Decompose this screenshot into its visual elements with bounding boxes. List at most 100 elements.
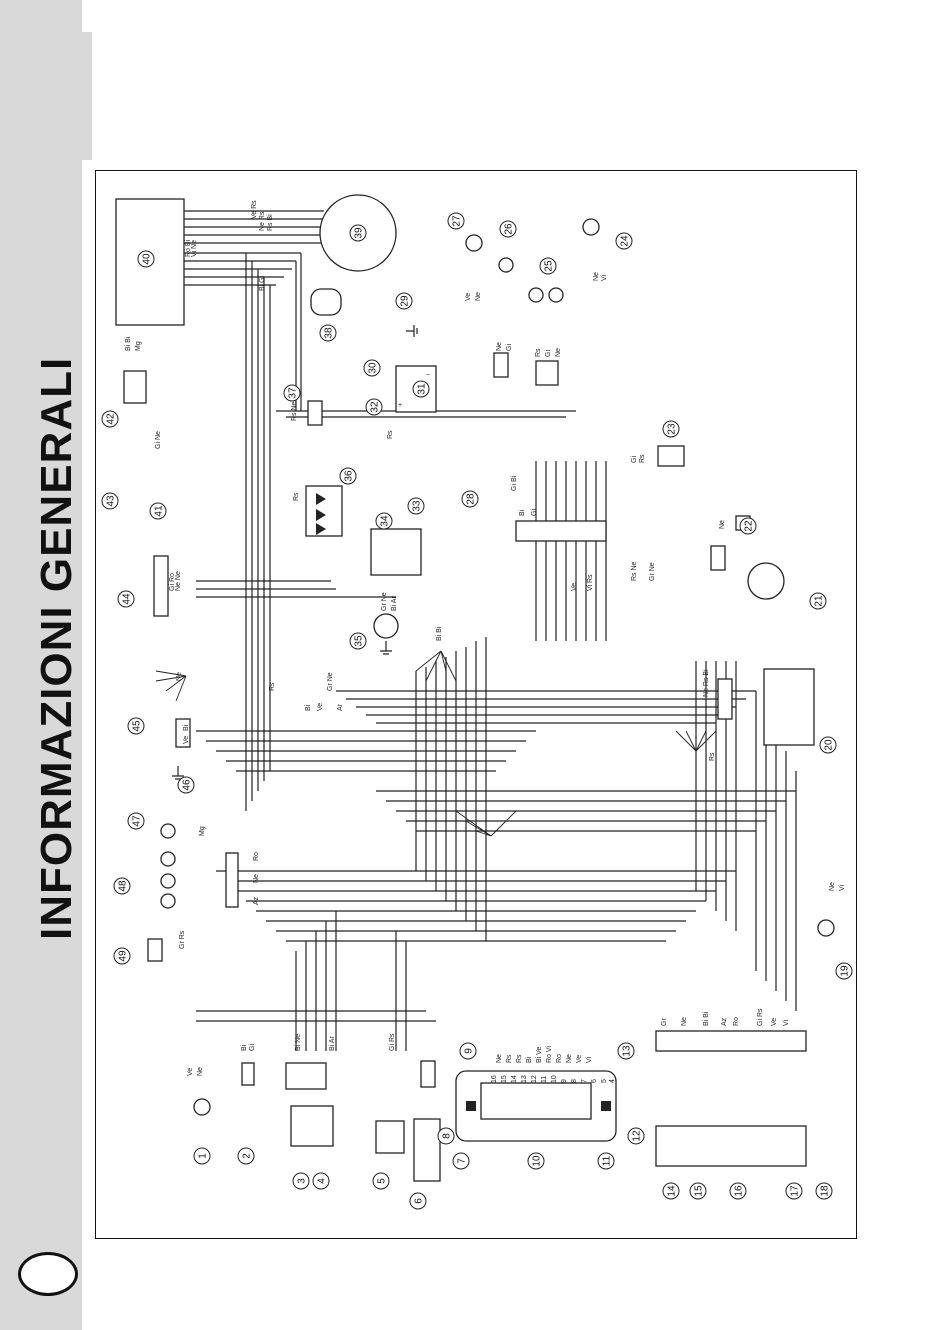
lamp-27-icon: [465, 234, 483, 252]
component-number: 37: [288, 387, 299, 399]
callout-circle: [729, 1182, 747, 1200]
component-callout-35: 35: [349, 632, 367, 650]
component-callout-14: 14: [662, 1182, 680, 1200]
callout-circle: [365, 398, 383, 416]
callout-circle: [395, 292, 413, 310]
component-callout-24: 24: [615, 232, 633, 250]
wire-label: Gr Ne: [381, 592, 388, 611]
component-callout-36: 36: [339, 467, 357, 485]
wire-label: Bi Ar: [329, 1036, 336, 1051]
wire-label: Rs: [293, 492, 300, 501]
component-number: 3: [297, 1178, 308, 1184]
wire-label: Ne Rs Bi: [703, 669, 710, 697]
callout-circle: [193, 1147, 211, 1165]
component-callout-30: 30: [363, 359, 381, 377]
callout-circle: [615, 232, 633, 250]
wire-label: Az: [253, 896, 260, 905]
callout-circle: [809, 592, 827, 610]
fan-motor: [747, 562, 785, 600]
component-callout-40: 40: [137, 250, 155, 268]
callout-circle: [409, 1192, 427, 1210]
wire-label: Gr Ne: [649, 562, 656, 581]
component-number: 42: [106, 413, 117, 425]
callout-circle: [149, 502, 167, 520]
component-callout-19: 19: [835, 962, 853, 980]
section-side-band: [0, 0, 82, 1330]
component-number: 32: [370, 401, 381, 413]
wire-label: Rs: [506, 1054, 513, 1063]
callout-circle: [339, 467, 357, 485]
callout-circle: [177, 776, 195, 794]
indicator-8-icon: [466, 1101, 476, 1111]
callout-circle: [437, 1127, 455, 1145]
component-number: 34: [380, 515, 391, 527]
relay-23: [657, 445, 685, 467]
callout-circle: [662, 1182, 680, 1200]
wire-label: Gi Bi: [511, 475, 518, 491]
component-callout-38: 38: [319, 324, 337, 342]
component-number: 20: [824, 739, 835, 751]
callout-circle: [785, 1182, 803, 1200]
wire-label: Bi Ne: [295, 1034, 302, 1051]
component-callout-20: 20: [819, 736, 837, 754]
component-callout-16: 16: [729, 1182, 747, 1200]
callout-circle: [412, 380, 430, 398]
wire-label: Ne: [253, 874, 260, 883]
component-callout-42: 42: [101, 410, 119, 428]
wire-label: Bi: [519, 509, 526, 516]
wire-labels: Ve Rs Ne Rs Rs Bi Ro Bi Vi Ne Gi Ro Ne N…: [125, 200, 846, 1076]
component-callout-21: 21: [809, 592, 827, 610]
wire-label: Ne: [681, 1017, 688, 1026]
wire-label: Ne: [566, 1054, 573, 1063]
callout-circle: [739, 517, 757, 535]
component-number: 35: [354, 635, 365, 647]
component-callout-13: 13: [617, 1042, 635, 1060]
wire-label: Gi: [249, 1044, 256, 1051]
callout-circle: [375, 512, 393, 530]
component-callout-26: 26: [499, 220, 517, 238]
wire-label: Vi: [586, 1056, 593, 1063]
callout-circle: [127, 812, 145, 830]
component-callout-4: 4: [312, 1172, 330, 1190]
component-callout-48: 48: [113, 877, 131, 895]
wire-label: Ne Rs: [259, 211, 266, 231]
component-number: 40: [142, 253, 153, 265]
component-callout-34: 34: [375, 512, 393, 530]
wire-label: Gi Rs: [757, 1008, 764, 1026]
callout-circle: [137, 250, 155, 268]
component-number: 1: [198, 1153, 209, 1159]
wire-label: Ro Vi: [546, 1046, 553, 1063]
callout-circle: [461, 490, 479, 508]
component-number: 26: [504, 223, 515, 235]
component-callout-39: 39: [349, 224, 367, 242]
component-number: 36: [344, 470, 355, 482]
lamp-48c-icon: [160, 893, 176, 909]
wire-label: Ro: [556, 1054, 563, 1063]
wire-label: Rs: [709, 752, 716, 761]
lamp-26-icon: [498, 257, 514, 273]
wire-label: Rs Bi: [267, 214, 274, 231]
pin-number: 10: [551, 1075, 558, 1083]
component-callout-46: 46: [177, 776, 195, 794]
component-number: 7: [457, 1158, 468, 1164]
component-callout-47: 47: [127, 812, 145, 830]
callout-circle: [319, 324, 337, 342]
callout-circle: [312, 1172, 330, 1190]
component-number: 13: [622, 1045, 633, 1057]
component-callout-32: 32: [365, 398, 383, 416]
component-callout-28: 28: [461, 490, 479, 508]
switch-37: [307, 400, 323, 426]
pin-number: 9: [561, 1079, 568, 1083]
component-callout-31: 31: [412, 380, 430, 398]
callout-circle: [499, 220, 517, 238]
component-callout-6: 6: [409, 1192, 427, 1210]
pin-number: 13: [521, 1075, 528, 1083]
callout-circle: [459, 1042, 477, 1060]
component-number: 30: [368, 362, 379, 374]
lamp-25a-icon: [528, 287, 544, 303]
component-callout-2: 2: [237, 1147, 255, 1165]
wire-label: Vi: [839, 884, 846, 891]
component-number: 8: [442, 1133, 453, 1139]
callout-circle: [815, 1182, 833, 1200]
connector-20: [717, 678, 733, 720]
